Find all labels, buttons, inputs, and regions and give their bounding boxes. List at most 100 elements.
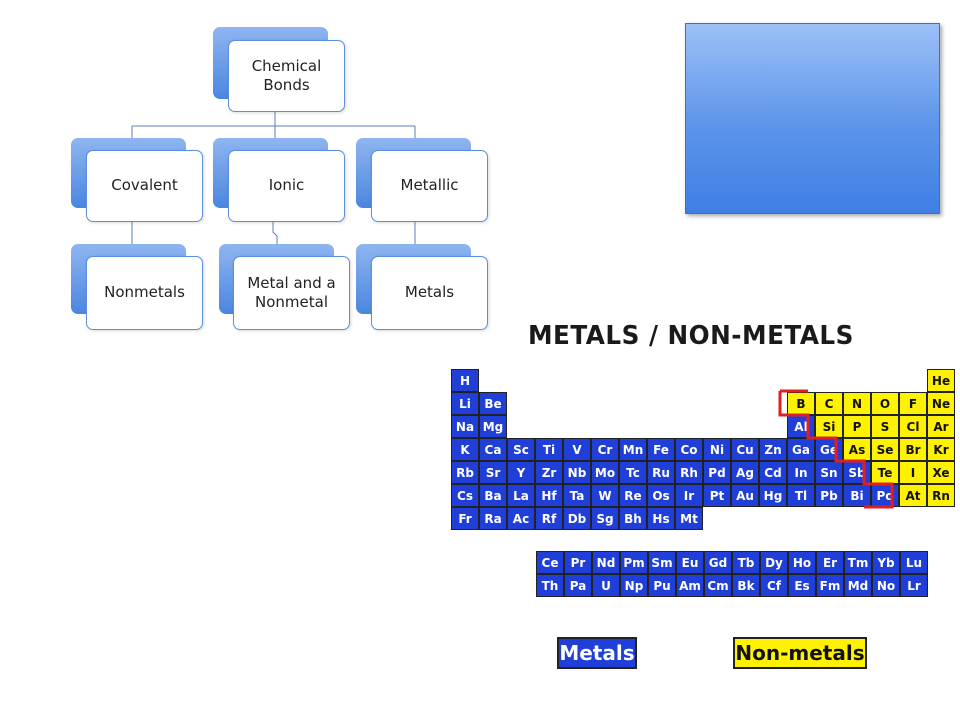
periodic-table-title: METALS / NON-METALS [528, 321, 854, 351]
element-pa: Pa [564, 574, 592, 597]
element-i: I [899, 461, 927, 484]
element-pb: Pb [815, 484, 843, 507]
element-mt: Mt [675, 507, 703, 530]
element-no: No [872, 574, 900, 597]
element-ga: Ga [787, 438, 815, 461]
element-hf: Hf [535, 484, 563, 507]
element-k: K [451, 438, 479, 461]
element-tm: Tm [844, 551, 872, 574]
blank-blue-box [685, 23, 940, 214]
element-es: Es [788, 574, 816, 597]
element-cf: Cf [760, 574, 788, 597]
element-lu: Lu [900, 551, 928, 574]
element-lr: Lr [900, 574, 928, 597]
element-cu: Cu [731, 438, 759, 461]
element-tl: Tl [787, 484, 815, 507]
element-ni: Ni [703, 438, 731, 461]
element-be: Be [479, 392, 507, 415]
node-chemical-bonds-label: Chemical Bonds [228, 40, 345, 112]
element-ge: Ge [815, 438, 843, 461]
element-sg: Sg [591, 507, 619, 530]
element-at: At [899, 484, 927, 507]
element-bk: Bk [732, 574, 760, 597]
element-pu: Pu [648, 574, 676, 597]
element-fr: Fr [451, 507, 479, 530]
element-v: V [563, 438, 591, 461]
element-fm: Fm [816, 574, 844, 597]
element-hg: Hg [759, 484, 787, 507]
element-ca: Ca [479, 438, 507, 461]
element-y: Y [507, 461, 535, 484]
element-bh: Bh [619, 507, 647, 530]
element-la: La [507, 484, 535, 507]
element-b: B [787, 392, 815, 415]
element-md: Md [844, 574, 872, 597]
element-ce: Ce [536, 551, 564, 574]
element-ho: Ho [788, 551, 816, 574]
element-ir: Ir [675, 484, 703, 507]
element-sm: Sm [648, 551, 676, 574]
element-cl: Cl [899, 415, 927, 438]
element-w: W [591, 484, 619, 507]
element-ba: Ba [479, 484, 507, 507]
element-tb: Tb [732, 551, 760, 574]
element-c: C [815, 392, 843, 415]
element-rh: Rh [675, 461, 703, 484]
element-xe: Xe [927, 461, 955, 484]
element-al: Al [787, 415, 815, 438]
element-rf: Rf [535, 507, 563, 530]
element-nd: Nd [592, 551, 620, 574]
element-fe: Fe [647, 438, 675, 461]
element-as: As [843, 438, 871, 461]
element-kr: Kr [927, 438, 955, 461]
element-ar: Ar [927, 415, 955, 438]
element-cm: Cm [704, 574, 732, 597]
node-covalent-label: Covalent [86, 150, 203, 222]
element-re: Re [619, 484, 647, 507]
element-na: Na [451, 415, 479, 438]
element-pm: Pm [620, 551, 648, 574]
element-db: Db [563, 507, 591, 530]
element-li: Li [451, 392, 479, 415]
element-si: Si [815, 415, 843, 438]
diagram-connectors [131, 112, 416, 244]
element-in: In [787, 461, 815, 484]
node-nonmetals-label: Nonmetals [86, 256, 203, 330]
element-eu: Eu [676, 551, 704, 574]
element-os: Os [647, 484, 675, 507]
element-ag: Ag [731, 461, 759, 484]
element-p: P [843, 415, 871, 438]
element-te: Te [871, 461, 899, 484]
element-yb: Yb [872, 551, 900, 574]
element-ti: Ti [535, 438, 563, 461]
element-ne: Ne [927, 392, 955, 415]
element-he: He [927, 369, 955, 392]
element-f: F [899, 392, 927, 415]
element-mn: Mn [619, 438, 647, 461]
element-cd: Cd [759, 461, 787, 484]
element-co: Co [675, 438, 703, 461]
element-mg: Mg [479, 415, 507, 438]
element-gd: Gd [704, 551, 732, 574]
element-se: Se [871, 438, 899, 461]
element-rn: Rn [927, 484, 955, 507]
legend-metals: Metals [557, 637, 637, 669]
element-hs: Hs [647, 507, 675, 530]
element-er: Er [816, 551, 844, 574]
element-po: Po [871, 484, 899, 507]
element-u: U [592, 574, 620, 597]
element-tc: Tc [619, 461, 647, 484]
node-metal-and-nonmetal-label: Metal and a Nonmetal [233, 256, 350, 330]
element-cr: Cr [591, 438, 619, 461]
element-h: H [451, 369, 479, 392]
element-rb: Rb [451, 461, 479, 484]
element-nb: Nb [563, 461, 591, 484]
element-zr: Zr [535, 461, 563, 484]
element-s: S [871, 415, 899, 438]
element-th: Th [536, 574, 564, 597]
element-dy: Dy [760, 551, 788, 574]
element-sn: Sn [815, 461, 843, 484]
element-np: Np [620, 574, 648, 597]
element-sb: Sb [843, 461, 871, 484]
element-zn: Zn [759, 438, 787, 461]
